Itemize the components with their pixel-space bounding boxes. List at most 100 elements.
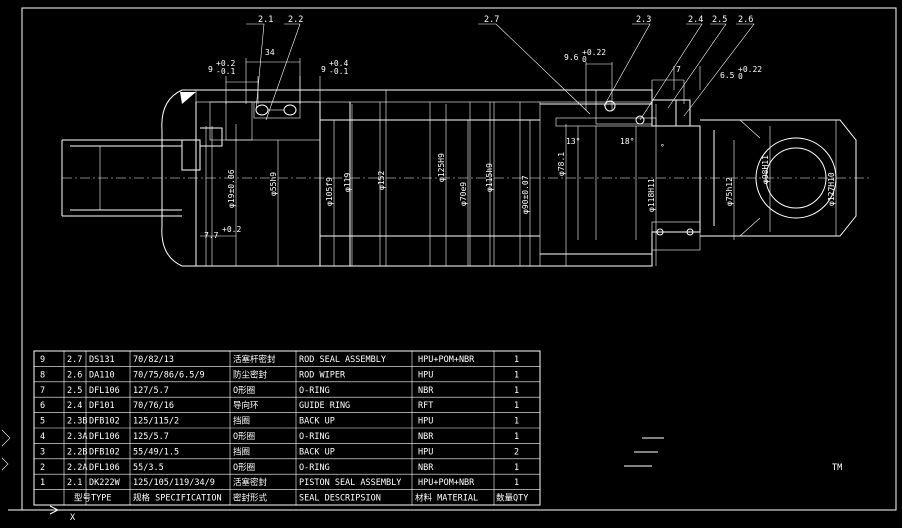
part-label: 2.5 xyxy=(712,15,727,25)
bom-cell-qty: 1 xyxy=(514,370,519,380)
bom-cell-mat: HPU xyxy=(418,370,433,380)
bom-cell-desc: GUIDE RING xyxy=(299,401,350,411)
dim-d78: φ78.1 xyxy=(557,152,566,176)
bom-cell-spec: 125/115/2 xyxy=(133,417,179,427)
cylinder-assembly xyxy=(61,89,872,267)
bom-header-material: 材料 MATERIAL xyxy=(415,493,478,504)
bom-cell-no: 1 xyxy=(40,478,45,488)
dimension-lines xyxy=(200,23,837,266)
tm-logo xyxy=(624,437,664,467)
dimension-texts: 34 9 +0.2 -0.1 9 +0.4 -0.1 9.6 +0.22 0 7… xyxy=(204,48,836,240)
dim-d75: φ75h12 xyxy=(725,177,734,206)
part-label: 2.4 xyxy=(688,15,703,25)
bom-cell-spec: 125/5.7 xyxy=(133,432,169,442)
dim-9-right: 9 xyxy=(321,65,326,74)
dim-7: 7 xyxy=(676,65,681,74)
dim-d119: φ119 xyxy=(343,173,352,192)
dim-tol-96: +0.22 xyxy=(582,48,606,57)
bom-cell-qty: 1 xyxy=(514,463,519,473)
bom-cell-no: 9 xyxy=(40,355,45,365)
bom-cell-mat: RFT xyxy=(418,401,433,411)
bom-cell-seal_cn: 挡圈 xyxy=(233,416,250,427)
bom-cell-spec: 70/82/13 xyxy=(133,355,174,365)
bom-cell-spec: 127/5.7 xyxy=(133,386,169,396)
bom-cell-no: 8 xyxy=(40,370,45,380)
bom-header-seal: 密封形式 xyxy=(233,493,268,504)
dim-tol-left-minus: -0.1 xyxy=(216,67,235,76)
bom-cell-item: 2.5 xyxy=(67,386,82,396)
part-label: 2.7 xyxy=(484,15,499,25)
bom-cell-no: 4 xyxy=(40,432,45,442)
dim-9-6: 9.6 xyxy=(564,53,579,62)
dim-tol-96-zero: 0 xyxy=(582,55,587,64)
bom-cell-no: 7 xyxy=(40,386,45,396)
dim-tol-65-zero: 0 xyxy=(738,72,743,81)
bom-cell-item: 2.3B xyxy=(67,417,87,427)
bom-header-spec: 规格 SPECIFICATION xyxy=(133,493,222,504)
part-label: 2.6 xyxy=(738,15,753,25)
dim-d19: φ19±0.06 xyxy=(227,169,236,208)
dim-d152: φ152 xyxy=(377,171,386,190)
bom-header-qty: 数量QTY xyxy=(496,493,528,504)
dim-tol-right: +0.4 xyxy=(329,59,348,68)
ucs-icon xyxy=(1,429,60,515)
tm-mark: TM xyxy=(832,463,842,473)
bom-cell-qty: 1 xyxy=(514,355,519,365)
dim-d55: φ55h9 xyxy=(269,172,278,196)
dim-tol-left: +0.2 xyxy=(216,59,235,68)
bom-cell-mat: HPU xyxy=(418,417,433,427)
dim-width-34: 34 xyxy=(265,48,275,57)
bom-cell-type: DFL106 xyxy=(89,463,120,473)
bom-cell-spec: 55/3.5 xyxy=(133,463,164,473)
bom-cell-spec: 55/49/1.5 xyxy=(133,447,179,457)
dim-d90: φ90±0.07 xyxy=(521,175,530,214)
dim-angle-18: 18° xyxy=(620,137,634,146)
bom-cell-seal_cn: 导向环 xyxy=(233,400,259,411)
bom-header-desc: SEAL DESCRIPSION xyxy=(299,494,381,504)
bom-cell-seal_cn: O形圈 xyxy=(233,463,255,473)
dim-d70: φ70e9 xyxy=(459,182,468,206)
bom-cell-desc: ROD WIPER xyxy=(299,370,346,380)
part-label: 2.2 xyxy=(288,15,303,25)
dim-tol-right-minus: -0.1 xyxy=(329,67,348,76)
dim-angle-small: ° xyxy=(660,143,665,152)
bom-cell-desc: PISTON SEAL ASSEMBLY xyxy=(299,478,401,488)
bom-cell-type: DFB102 xyxy=(89,447,120,457)
bom-cell-seal_cn: 挡圈 xyxy=(233,446,250,457)
dim-d125: φ125H9 xyxy=(437,153,446,182)
bom-cell-type: DFB102 xyxy=(89,417,120,427)
bom-cell-seal_cn: O形圈 xyxy=(233,432,255,442)
bom-cell-no: 2 xyxy=(40,463,45,473)
bom-cell-desc: ROD SEAL ASSEMBLY xyxy=(299,355,386,365)
bom-cell-qty: 1 xyxy=(514,386,519,396)
bom-cell-type: DA110 xyxy=(89,370,115,380)
dim-angle-13: 13° xyxy=(566,137,580,146)
bom-cell-qty: 1 xyxy=(514,401,519,411)
part-label: 2.1 xyxy=(258,15,273,25)
dim-d98: φ98H11 xyxy=(761,155,770,184)
bom-cell-spec: 125/105/119/34/9 xyxy=(133,478,215,488)
bom-cell-type: DFL106 xyxy=(89,386,120,396)
bom-cell-no: 6 xyxy=(40,401,45,411)
bom-cell-type: DK222W xyxy=(89,478,121,488)
dim-6-5: 6.5 xyxy=(720,71,735,80)
bom-cell-spec: 70/75/86/6.5/9 xyxy=(133,370,205,380)
bom-cell-type: DFL106 xyxy=(89,432,120,442)
bom-cell-desc: BACK UP xyxy=(299,417,335,427)
dim-d127: φ127H10 xyxy=(827,172,836,206)
bom-cell-desc: BACK UP xyxy=(299,447,335,457)
drawing-frame xyxy=(21,7,897,511)
bom-cell-mat: HPU+POM+NBR xyxy=(418,478,475,488)
dim-d115: φ115h9 xyxy=(485,163,494,192)
bom-cell-item: 2.2A xyxy=(67,463,87,473)
bom-cell-item: 2.6 xyxy=(67,370,82,380)
bom-cell-seal_cn: O形圈 xyxy=(233,386,255,396)
bom-cell-seal_cn: 活塞密封 xyxy=(233,477,268,488)
bom-cell-seal_cn: 活塞杆密封 xyxy=(233,354,276,365)
bom-header-type: 型号TYPE xyxy=(74,494,111,504)
bom-cell-no: 3 xyxy=(40,447,45,457)
bom-cell-qty: 2 xyxy=(514,447,519,457)
bom-cell-item: 2.4 xyxy=(67,401,82,411)
bom-cell-desc: O-RING xyxy=(299,432,330,442)
